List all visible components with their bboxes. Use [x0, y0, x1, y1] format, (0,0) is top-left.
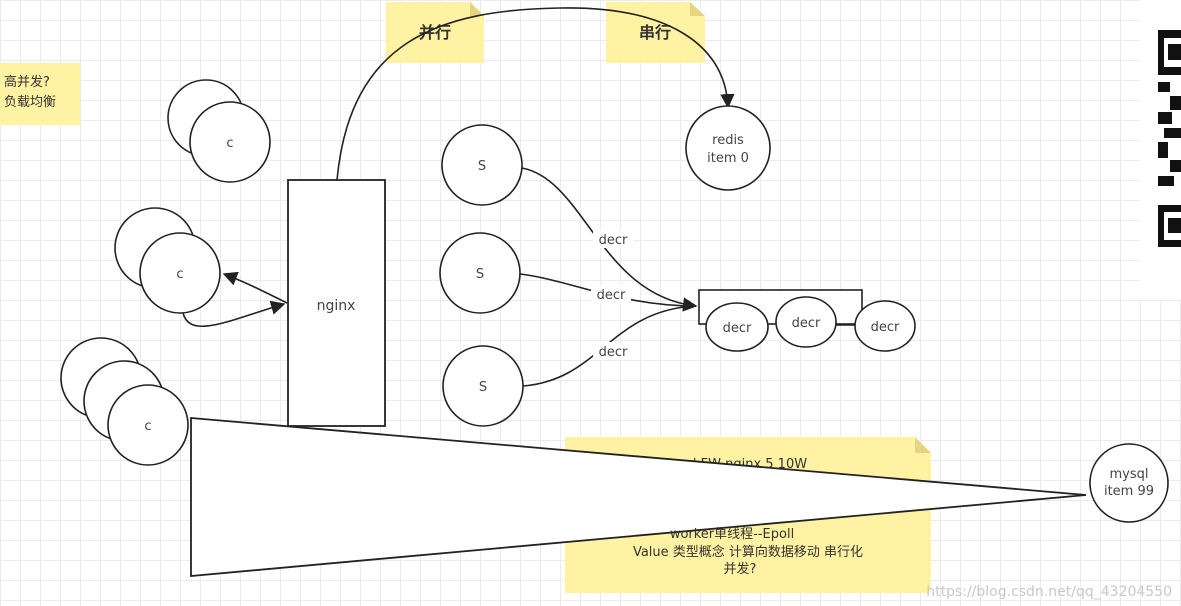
- funnel-triangle[interactable]: [190, 417, 1087, 577]
- note-high-concurrency-line2: 负载均衡: [4, 95, 56, 110]
- qr-module: [1158, 176, 1174, 186]
- note-bottom-line3: Value 类型概念 计算向数据移动 串行化: [633, 544, 863, 560]
- edge-label-decr: decr: [599, 233, 628, 248]
- note-serial-label: 串行: [639, 23, 671, 42]
- note-parallel-label: 并行: [419, 23, 451, 42]
- mysql-label-line2: item 99: [1104, 484, 1154, 499]
- server-node[interactable]: [439, 232, 521, 314]
- queue-item-label: decr: [723, 321, 752, 336]
- edge-client-nginx: [182, 300, 286, 328]
- nginx-label: nginx: [317, 298, 356, 314]
- note-high-concurrency[interactable]: [0, 63, 80, 125]
- client-label: c: [226, 136, 233, 151]
- edge-label-decr: decr: [597, 288, 626, 303]
- client-node[interactable]: [139, 232, 221, 314]
- edge-label-decr: decr: [599, 345, 628, 360]
- queue-item-label: decr: [792, 316, 821, 331]
- qr-module: [1168, 44, 1181, 60]
- qr-module: [1158, 112, 1172, 124]
- queue-item-label: decr: [871, 320, 900, 335]
- client-label: c: [176, 267, 183, 282]
- qr-module: [1170, 96, 1181, 110]
- queue-item[interactable]: [775, 296, 837, 348]
- queue-item[interactable]: [854, 300, 916, 352]
- note-parallel-fold: [470, 2, 484, 16]
- qr-module: [1158, 142, 1168, 158]
- qr-module: [1158, 82, 1170, 92]
- qr-module: [1168, 218, 1181, 233]
- edge-label-bg: [593, 230, 633, 248]
- qr-module: [1164, 128, 1181, 138]
- server-node[interactable]: [441, 124, 523, 206]
- redis-label-line2: item 0: [707, 151, 749, 166]
- note-serial[interactable]: [606, 2, 705, 63]
- server-label: S: [478, 159, 486, 174]
- note-bottom-line2: worker单线程--Epoll: [670, 527, 794, 542]
- note-high-concurrency-line1: 高并发?: [4, 74, 50, 90]
- qr-code-icon: [1140, 0, 1181, 300]
- watermark: https://blog.csdn.net/qq_43204550: [926, 584, 1172, 600]
- client-label: c: [144, 419, 151, 434]
- qr-module: [1170, 160, 1181, 172]
- note-bottom-fold: [915, 437, 931, 453]
- edge-label-bg: [591, 285, 631, 303]
- note-serial-fold: [690, 2, 705, 16]
- mysql-label-line1: mysql: [1110, 467, 1149, 482]
- edge-label-bg: [593, 342, 633, 360]
- mysql-node[interactable]: [1089, 443, 1169, 523]
- server-label: S: [476, 267, 484, 282]
- edge-nginx-redis: [336, 7, 735, 181]
- client-node[interactable]: [107, 384, 189, 466]
- redis-node[interactable]: [685, 105, 771, 191]
- edge-nginx-client: [222, 271, 288, 304]
- server-label: S: [479, 380, 487, 395]
- note-parallel[interactable]: [386, 2, 484, 63]
- client-node[interactable]: [189, 101, 271, 183]
- queue-item[interactable]: [705, 302, 769, 352]
- note-bottom-line4: 并发?: [724, 561, 757, 577]
- nginx-box[interactable]: [287, 179, 386, 427]
- redis-label-line1: redis: [712, 133, 744, 148]
